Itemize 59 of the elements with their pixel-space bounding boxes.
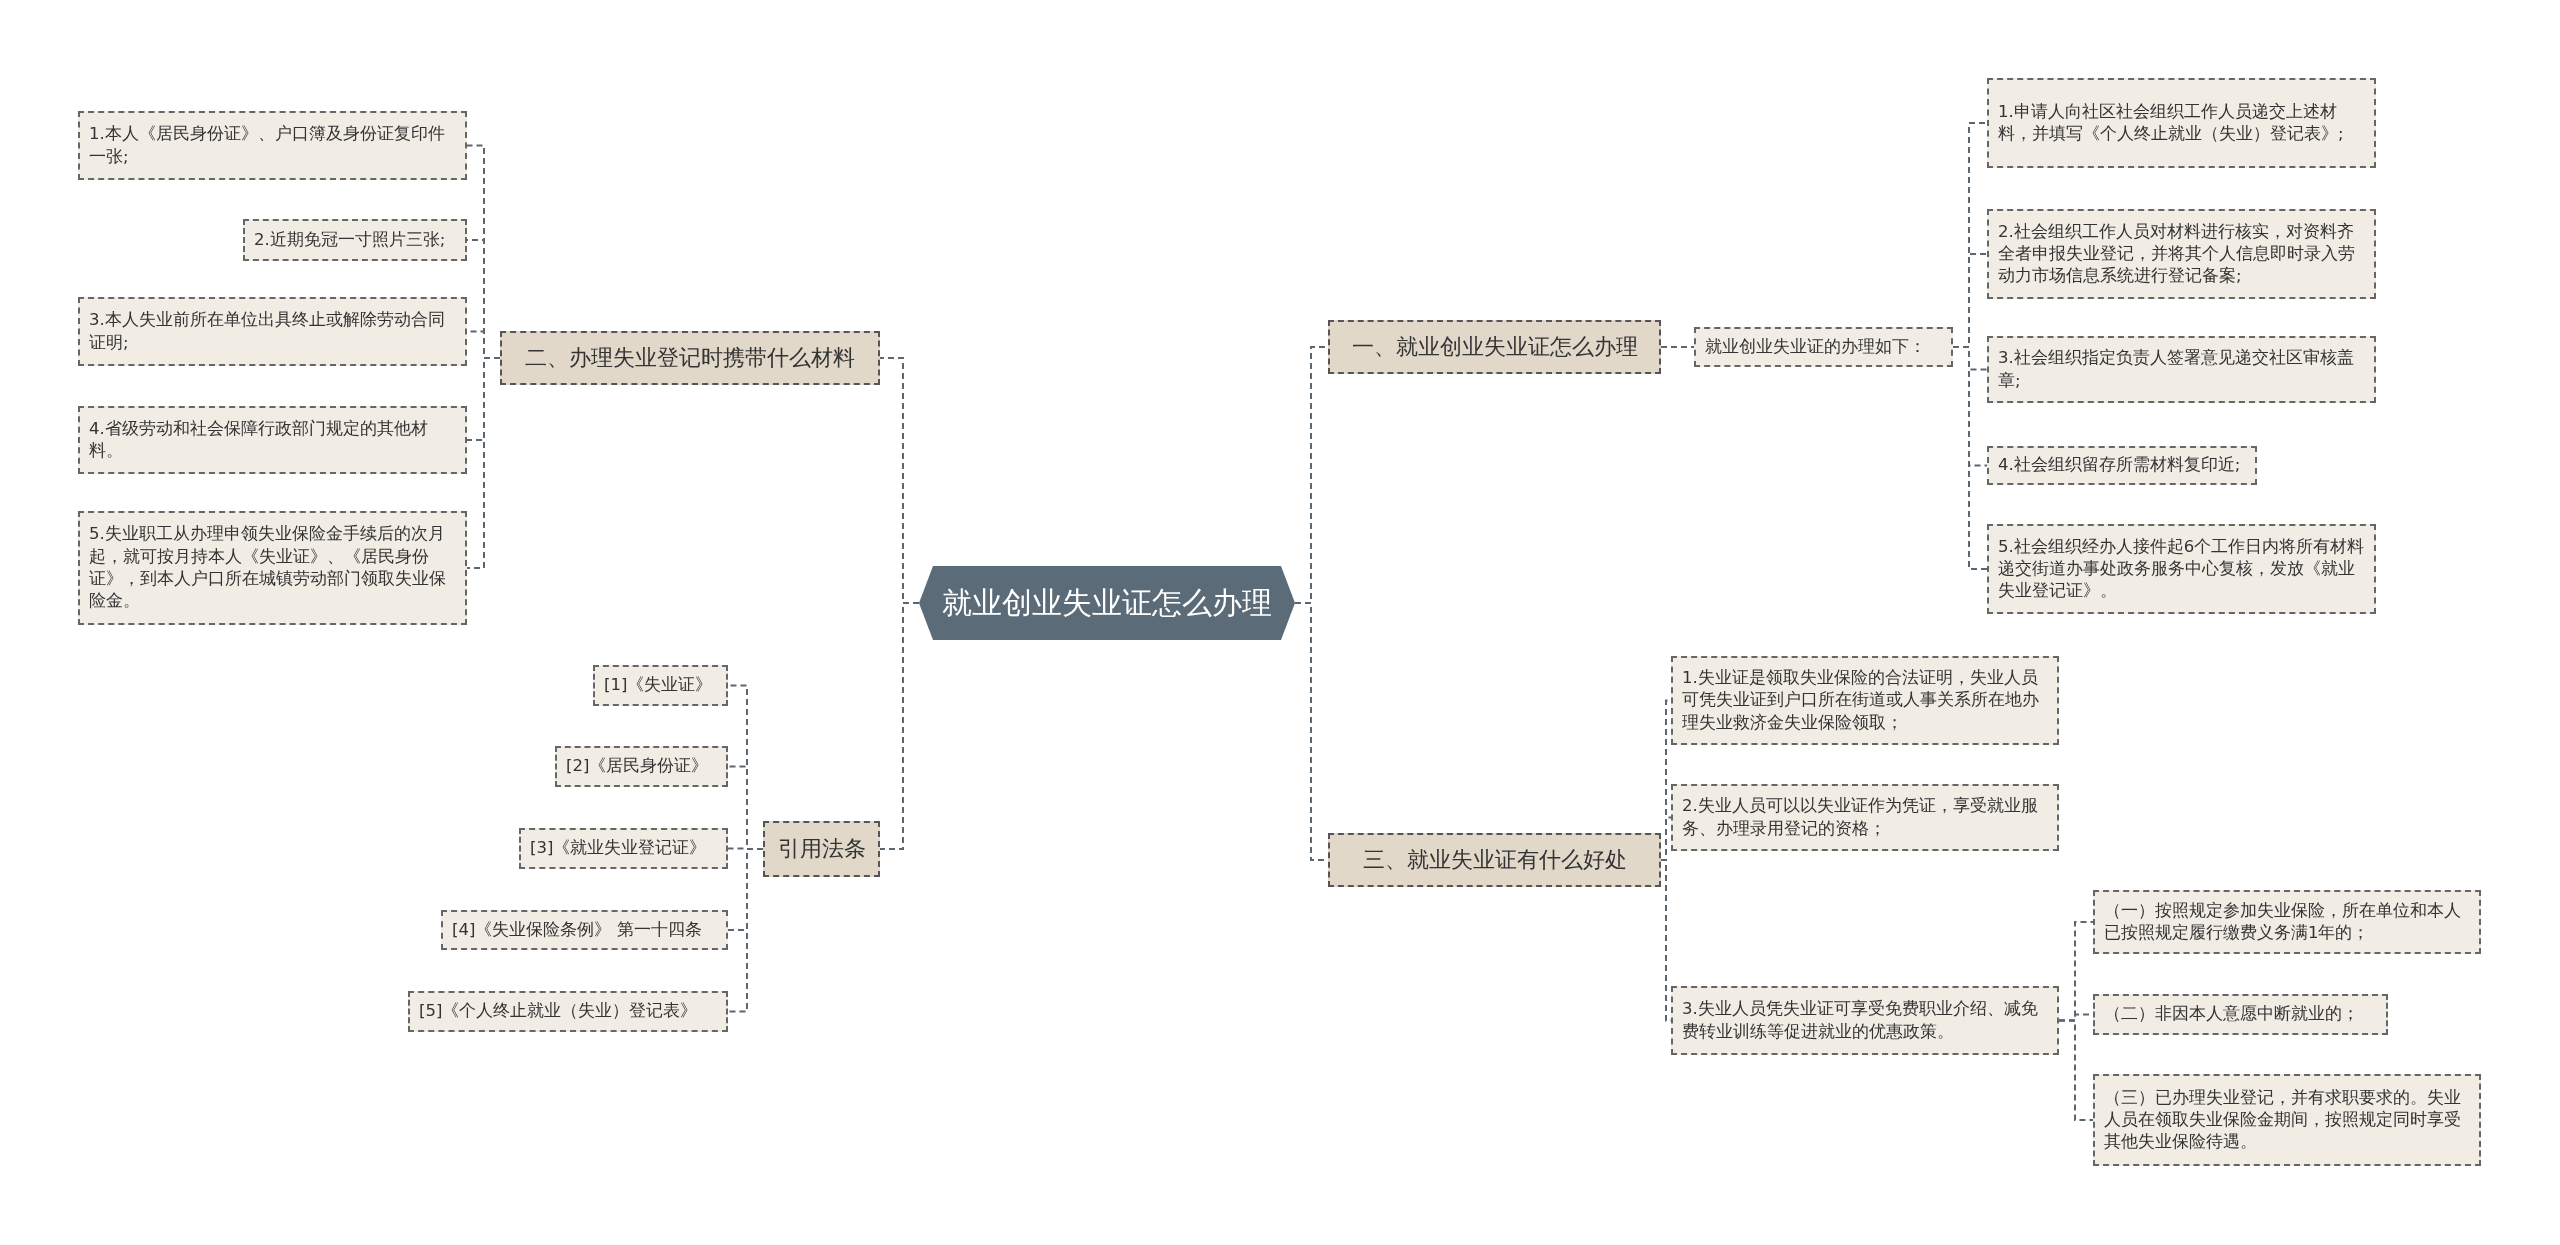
subtopic-text: 1.本人《居民身份证》、户口簿及身份证复印件一张; [89,123,446,168]
subtopic-text: 就业创业失业证的办理如下： [1705,335,1926,358]
subtopic-box [1987,336,2376,403]
subtopic-box [1671,784,2059,851]
subtopic-text: （二）非因本人意愿中断就业的； [2104,1003,2359,1026]
subtopic-box [441,910,728,950]
subtopic-text: [4]《失业保险条例》 第一十四条 [452,918,702,941]
subtopic-box [2093,890,2481,954]
subtopic-text: 3.本人失业前所在单位出具终止或解除劳动合同证明; [89,309,446,354]
subtopic-text: [1]《失业证》 [604,674,713,697]
topic-box [500,331,880,385]
subtopic-text: 4.省级劳动和社会保障行政部门规定的其他材料。 [89,417,429,462]
subtopic-text: 4.社会组织留存所需材料复印近; [1998,454,2241,477]
subtopic-box [1987,524,2376,614]
connector-line [1660,346,1695,348]
topic-box [1328,320,1661,374]
subtopic-box [593,665,728,706]
subtopic-box [243,219,467,261]
subtopic-text: 2.社会组织工作人员对材料进行核实，对资料齐全者申报失业登记，并将其个人信息即时录入劳动力市场信息系统进行登记备案; [1998,220,2356,288]
connector-line [1952,346,1988,570]
subtopic-text: （一）按照规定参加失业保险，所在单位和本人已按照规定履行缴费义务满1年的； [2104,899,2462,944]
subtopic-box [78,297,467,366]
connector-line [466,357,501,569]
subtopic-text: （三）已办理失业登记，并有求职要求的。失业人员在领取失业保险金期间，按照规定同时享受其他失业保险待遇。 [2104,1086,2462,1154]
connector-line [879,602,920,850]
subtopic-box [78,406,467,474]
topic-text: 三、就业失业证有什么好处 [1362,846,1627,874]
subtopic-text: 2.失业人员可以以失业证作为凭证，享受就业服务、办理录用登记的资格； [1682,795,2039,840]
subtopic-text: 1.失业证是领取失业保险的合法证明，失业人员可凭失业证到户口所在街道或人事关系所在地办理失业救济金失业保险领取； [1682,667,2040,734]
topic-text: 一、就业创业失业证怎么办理 [1351,333,1638,361]
connector-line [2058,1019,2094,1121]
subtopic-box [408,991,728,1032]
connector-line [727,848,764,1013]
central-topic-text: 就业创业失业证怎么办理 [942,583,1272,622]
subtopic-box [1987,446,2257,485]
topic-text: 引用法条 [777,835,866,863]
topic-box [1328,833,1661,887]
subtopic-box [1694,327,1953,367]
subtopic-text: [3]《就业失业登记证》 [530,837,707,860]
topic-box [763,821,880,877]
subtopic-text: 2.近期免冠一寸照片三张; [254,228,446,251]
subtopic-text: 5.社会组织经办人接件起6个工作日内将所有材料递交街道办事处政务服务中心复核，发放《就业失业登记证》。 [1998,535,2365,603]
subtopic-text: [5]《个人终止就业（失业）登记表》 [419,1000,698,1023]
subtopic-text: [2]《居民身份证》 [566,755,709,778]
subtopic-text: 3.失业人员凭失业证可享受免费职业介绍、减免费转业训练等促进就业的优惠政策。 [1682,998,2039,1043]
subtopic-box [1671,986,2059,1055]
subtopic-box [1987,209,2376,299]
subtopic-box [78,511,467,625]
topic-text: 二、办理失业登记时携带什么材料 [525,344,855,372]
subtopic-box [1671,656,2059,745]
subtopic-box [519,828,728,869]
subtopic-text: 1.申请人向社区社会组织工作人员递交上述材料，并填写《个人终止就业（失业）登记表》; [1998,100,2345,145]
subtopic-box [2093,1074,2481,1166]
subtopic-box [78,111,467,180]
subtopic-box [1987,78,2376,168]
subtopic-box [555,746,728,787]
subtopic-text: 3.社会组织指定负责人签署意见递交社区审核盖章; [1998,347,2355,392]
subtopic-box [2093,994,2388,1035]
subtopic-text: 5.失业职工从办理申领失业保险金手续后的次月起，就可按月持本人《失业证》、《居民身份证》，到本人户口所在城镇劳动部门领取失业保险金。 [89,523,447,613]
